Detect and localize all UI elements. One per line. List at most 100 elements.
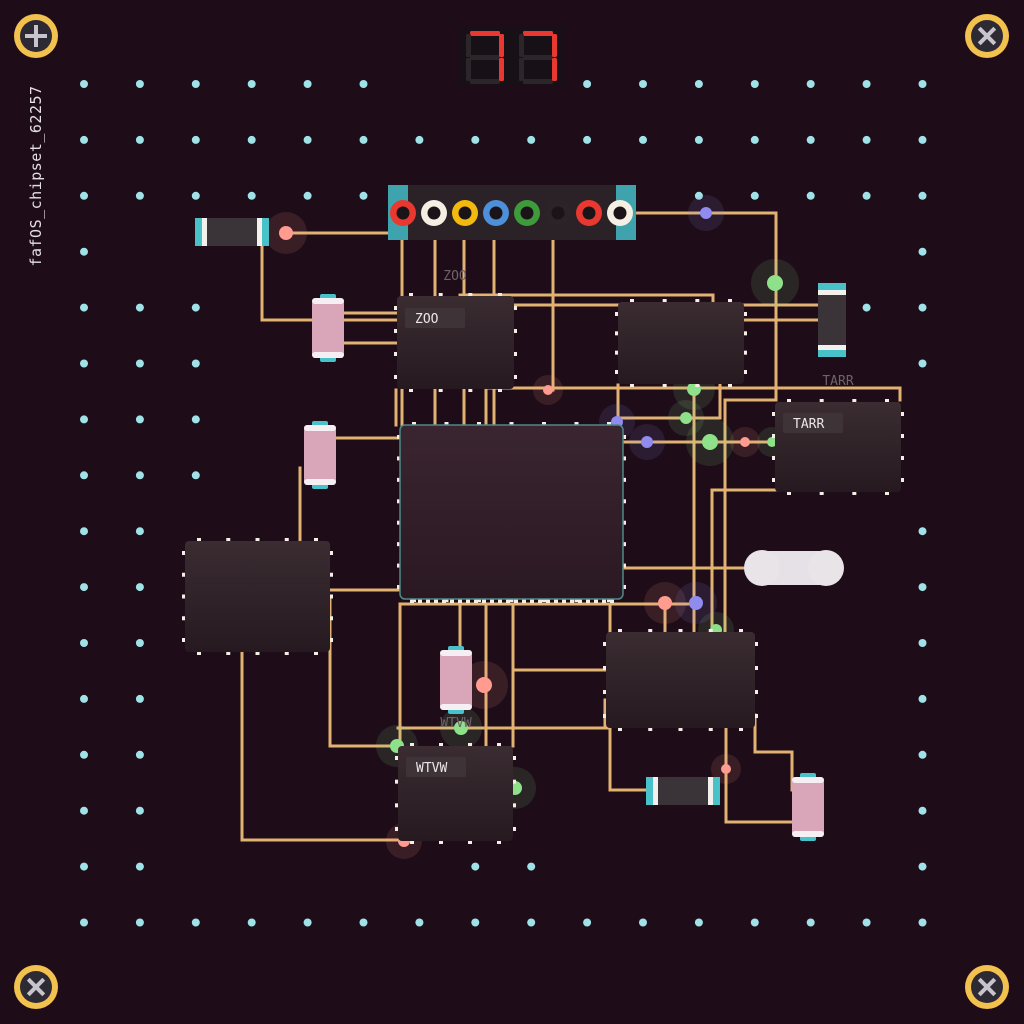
via-pad (80, 80, 88, 88)
crystal-oscillator (744, 550, 844, 586)
chip-label-plate (406, 757, 466, 777)
trace (458, 293, 715, 307)
trace (753, 713, 794, 792)
connector-port[interactable] (421, 200, 447, 226)
via-pad (806, 135, 815, 144)
connector-header (388, 185, 636, 240)
connector-port[interactable] (452, 200, 478, 226)
via-pad (918, 583, 927, 592)
via-pad (918, 694, 927, 703)
via-pad (415, 135, 424, 144)
connector-port[interactable] (576, 200, 602, 226)
via-pad (639, 135, 647, 144)
trace (634, 211, 778, 402)
resistor (818, 283, 846, 357)
trace (616, 383, 722, 420)
via-pad (191, 359, 200, 368)
via-pad (583, 80, 592, 88)
via-pad (191, 135, 200, 144)
segment-f (466, 34, 471, 57)
chip-label-plate (405, 308, 465, 328)
signal-node (279, 226, 293, 240)
via-pad (135, 694, 144, 703)
via-pad (806, 191, 815, 200)
signal-node (767, 275, 783, 291)
chip-cpu[interactable] (397, 422, 626, 603)
via-pad (80, 471, 88, 480)
segment-d (523, 79, 553, 84)
via-pad (415, 918, 424, 927)
chip-upper-right[interactable] (615, 299, 747, 387)
capacitor (792, 773, 824, 841)
via-pad (80, 359, 88, 368)
via-pad (359, 918, 368, 927)
via-pad (191, 415, 200, 424)
chip-caption: WTVW (440, 716, 471, 731)
via-pad (191, 191, 200, 200)
via-pad (135, 471, 144, 480)
segment-g (523, 55, 553, 60)
screw-icon (965, 965, 1009, 1009)
screw-icon (965, 14, 1009, 58)
signal-node (700, 207, 712, 219)
connector-port[interactable] (390, 200, 416, 226)
segment-a (523, 31, 553, 36)
via-pad (359, 135, 368, 144)
seven-segment-digit (466, 31, 504, 84)
signal-node (641, 436, 653, 448)
screw-icon (14, 965, 58, 1009)
via-pad (135, 415, 144, 424)
via-pad (694, 135, 703, 144)
via-pad (750, 80, 759, 88)
signal-node (767, 437, 777, 447)
chip-body (618, 302, 744, 384)
via-pad (918, 135, 927, 144)
segment-f (519, 34, 524, 57)
via-pad (918, 359, 927, 368)
via-pad (471, 135, 480, 144)
trace (724, 726, 794, 824)
via-pad (750, 918, 759, 927)
via-pad (918, 303, 927, 312)
via-pad (80, 806, 88, 815)
via-pad (918, 80, 927, 88)
connector-port[interactable] (545, 200, 571, 226)
trace (260, 231, 400, 322)
via-pad (918, 862, 927, 871)
segment-c (552, 58, 557, 81)
via-pad (862, 135, 871, 144)
via-pad (80, 415, 88, 424)
via-pad (135, 639, 144, 647)
via-pad (191, 80, 200, 88)
via-pad (862, 918, 871, 927)
chip-label: ZOO (415, 312, 439, 327)
chip-lower-right[interactable] (603, 629, 758, 731)
connector-port[interactable] (607, 200, 633, 226)
connector-port[interactable] (483, 200, 509, 226)
via-pad (135, 303, 144, 312)
signal-node (454, 721, 468, 735)
chip-label: WTVW (416, 761, 447, 776)
via-pad (583, 918, 592, 927)
chip-label: TARR (793, 417, 824, 432)
chip-wtvw[interactable]: WTVW WTVW (395, 716, 516, 844)
connector-port[interactable] (514, 200, 540, 226)
chip-body (606, 632, 755, 728)
via-pad (750, 191, 759, 200)
signal-node (476, 677, 492, 693)
signal-node (721, 764, 731, 774)
via-pad (191, 303, 200, 312)
chip-left[interactable] (182, 538, 333, 655)
via-pad (806, 80, 815, 88)
chip-label-plate (783, 413, 843, 433)
via-pad (694, 191, 703, 200)
signal-node (680, 412, 692, 424)
via-pad (135, 80, 144, 88)
via-pad (918, 247, 927, 256)
via-pad (750, 135, 759, 144)
via-pad (80, 918, 88, 927)
via-pad (862, 191, 871, 200)
